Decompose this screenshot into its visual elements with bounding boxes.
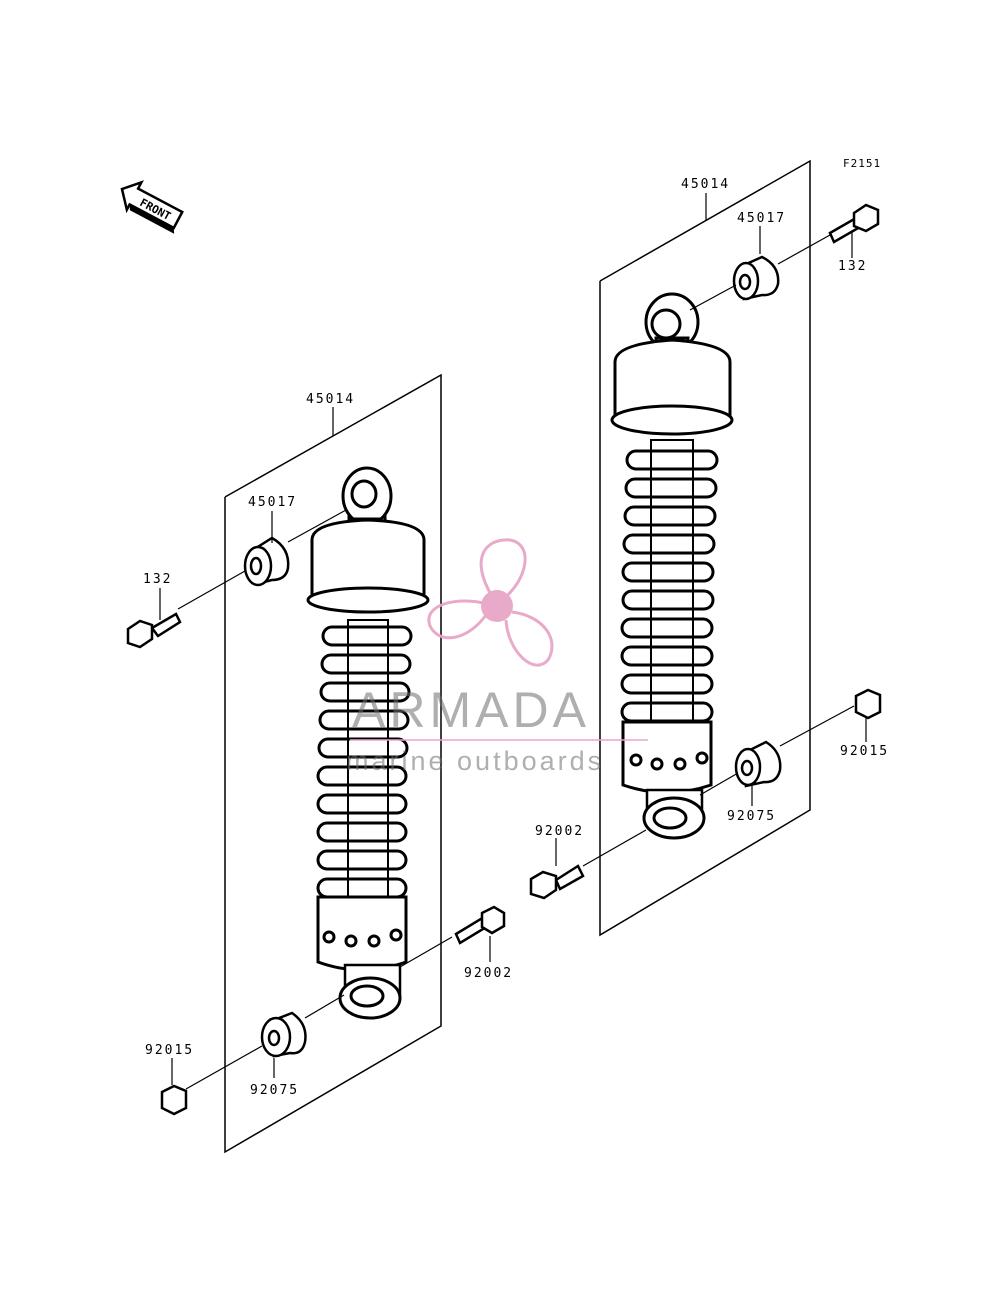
left-assembly-label: 45014 — [306, 392, 355, 407]
left-lower-bushing — [260, 1011, 307, 1058]
watermark-brand: ARMADA — [352, 682, 590, 738]
left-assembly-frame — [224, 373, 442, 1154]
right-upper-bolt-label: 132 — [838, 259, 867, 274]
left-lower-bolt-label: 92002 — [464, 966, 513, 981]
left-lower-bushing-label: 92075 — [250, 1083, 299, 1098]
right-lower-bolt — [529, 864, 585, 900]
left-lower-nut-label: 92015 — [145, 1043, 194, 1058]
left-upper-bolt — [126, 612, 182, 649]
figure-code: F2151 — [843, 157, 881, 170]
right-lower-nut — [854, 688, 882, 720]
right-upper-bushing — [732, 255, 780, 301]
right-lower-bolt-label: 92002 — [535, 824, 584, 839]
left-leader-lines — [159, 509, 491, 1090]
right-lower-nut-label: 92015 — [840, 744, 889, 759]
right-shock-absorber — [610, 292, 734, 840]
front-arrow-icon: FRONT — [120, 180, 184, 234]
right-assembly-label: 45014 — [681, 177, 730, 192]
watermark-logo — [427, 538, 554, 667]
right-upper-bushing-label: 45017 — [737, 211, 786, 226]
right-assembly-frame — [599, 159, 811, 937]
left-upper-bolt-label: 132 — [143, 572, 172, 587]
watermark-tagline: marine outboards — [346, 746, 604, 776]
right-leader-lines — [555, 226, 867, 867]
right-lower-bushing — [734, 740, 782, 788]
left-upper-bushing-label: 45017 — [248, 495, 297, 510]
left-lower-bolt — [454, 905, 506, 945]
left-shock-absorber — [306, 466, 430, 1020]
right-lower-bushing-label: 92075 — [727, 809, 776, 824]
left-upper-bushing — [243, 536, 290, 587]
left-lower-nut — [160, 1084, 188, 1116]
right-upper-bolt — [828, 203, 880, 244]
